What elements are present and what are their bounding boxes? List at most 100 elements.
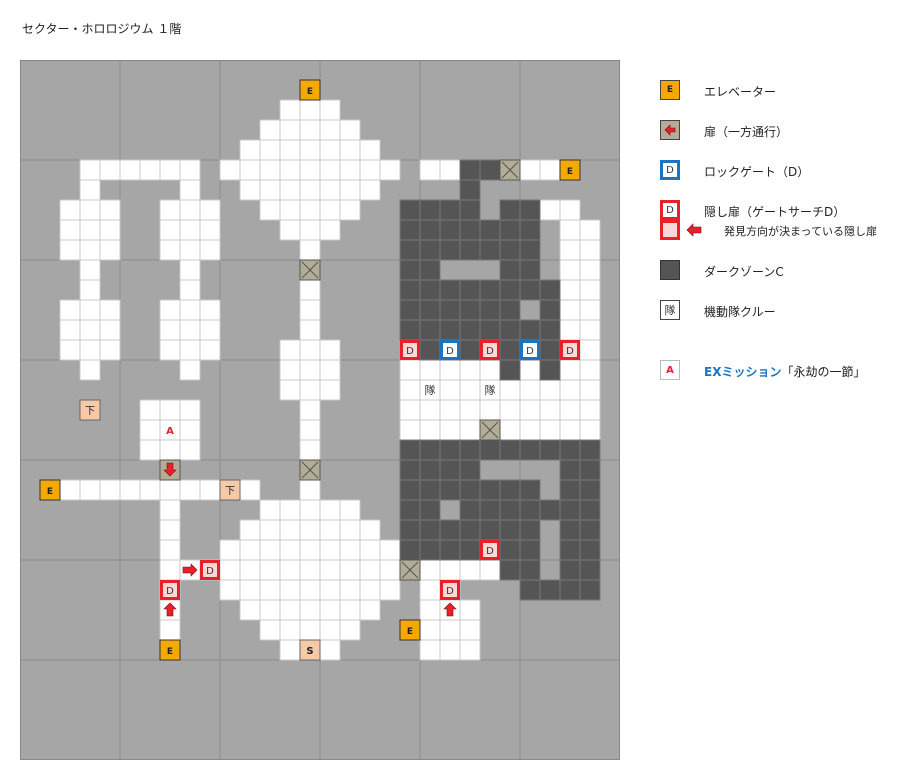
door-mark bbox=[301, 261, 319, 279]
room-cell bbox=[419, 639, 441, 661]
room-cell bbox=[419, 419, 441, 441]
room-cell bbox=[579, 299, 601, 321]
dark-zone-cell bbox=[539, 339, 561, 361]
room-cell bbox=[559, 219, 581, 241]
dark-zone-cell bbox=[419, 259, 441, 281]
room-cell bbox=[579, 399, 601, 421]
room-cell bbox=[539, 399, 561, 421]
hidden-door bbox=[480, 540, 500, 560]
room-cell bbox=[59, 219, 81, 241]
stairs-cell bbox=[219, 479, 241, 501]
legend-ex-label: EXミッション「永劫の一節」 bbox=[704, 363, 865, 380]
room-cell bbox=[479, 399, 501, 421]
legend-hidden-sub: 発見方向が決まっている隠し扉 bbox=[724, 225, 878, 238]
room-cell bbox=[299, 599, 321, 621]
room-cell bbox=[479, 559, 501, 581]
room-cell bbox=[99, 239, 121, 261]
lock-gate-label: D bbox=[446, 346, 454, 357]
room-cell bbox=[199, 199, 221, 221]
room-cell bbox=[319, 519, 341, 541]
room-cell bbox=[319, 139, 341, 161]
room-cell bbox=[459, 399, 481, 421]
dark-zone-cell bbox=[439, 279, 461, 301]
room-cell bbox=[299, 379, 321, 401]
room-cell bbox=[459, 419, 481, 441]
dark-zone-cell bbox=[439, 299, 461, 321]
dark-zone-cell bbox=[579, 539, 601, 561]
room-cell bbox=[339, 619, 361, 641]
dark-zone-cell bbox=[479, 279, 501, 301]
room-cell bbox=[239, 159, 261, 181]
arrow-left-icon bbox=[686, 223, 702, 237]
dark-zone-cell bbox=[519, 479, 541, 501]
page-title: セクター・ホロロジウム １階 bbox=[22, 22, 182, 36]
dark-zone-cell bbox=[459, 439, 481, 461]
room-cell bbox=[439, 639, 461, 661]
dark-zone-cell bbox=[419, 479, 441, 501]
dark-zone-cell bbox=[559, 479, 581, 501]
room-cell bbox=[279, 579, 301, 601]
hidden-door bbox=[480, 340, 500, 360]
dark-zone-cell bbox=[459, 179, 481, 201]
room-cell bbox=[399, 359, 421, 381]
room-cell bbox=[299, 99, 321, 121]
room-cell bbox=[419, 399, 441, 421]
hidden-door bbox=[440, 580, 460, 600]
room-cell bbox=[379, 539, 401, 561]
room-cell bbox=[319, 359, 341, 381]
dark-zone-cell bbox=[479, 519, 501, 541]
map-border bbox=[20, 60, 620, 760]
dark-zone-cell bbox=[519, 319, 541, 341]
room-cell bbox=[339, 559, 361, 581]
room-cell bbox=[239, 139, 261, 161]
elevator-cell bbox=[559, 159, 581, 181]
room-cell bbox=[559, 299, 581, 321]
room-cell bbox=[579, 219, 601, 241]
dark-zone-cell bbox=[519, 559, 541, 581]
dark-zone-cell bbox=[419, 239, 441, 261]
room-cell bbox=[459, 639, 481, 661]
room-cell bbox=[99, 299, 121, 321]
room-cell bbox=[439, 359, 461, 381]
room-cell bbox=[419, 159, 441, 181]
dark-zone-cell bbox=[479, 159, 501, 181]
dark-zone-cell bbox=[399, 499, 421, 521]
dark-zone-cell bbox=[519, 499, 541, 521]
room-cell bbox=[279, 139, 301, 161]
room-cell bbox=[59, 319, 81, 341]
room-cell bbox=[359, 139, 381, 161]
room-cell bbox=[179, 279, 201, 301]
dark-zone-cell bbox=[399, 219, 421, 241]
room-cell bbox=[159, 559, 181, 581]
legend-dark-label: ダークゾーンC bbox=[704, 265, 784, 279]
room-cell bbox=[439, 399, 461, 421]
room-cell bbox=[319, 119, 341, 141]
dark-zone-cell bbox=[399, 439, 421, 461]
dark-zone-cell bbox=[439, 219, 461, 241]
room-cell bbox=[259, 179, 281, 201]
room-cell bbox=[239, 519, 261, 541]
room-cell bbox=[79, 479, 101, 501]
room-cell bbox=[219, 159, 241, 181]
room-cell bbox=[299, 319, 321, 341]
dark-zone-cell bbox=[499, 219, 521, 241]
room-cell bbox=[359, 559, 381, 581]
room-cell bbox=[559, 419, 581, 441]
room-cell bbox=[319, 199, 341, 221]
room-cell bbox=[579, 379, 601, 401]
dark-zone-cell bbox=[439, 239, 461, 261]
dark-zone-cell bbox=[399, 459, 421, 481]
dark-zone-cell bbox=[419, 439, 441, 461]
elevator-label: E bbox=[167, 647, 173, 657]
dark-zone-cell bbox=[499, 539, 521, 561]
room-cell bbox=[179, 259, 201, 281]
room-cell bbox=[179, 219, 201, 241]
room-cell bbox=[299, 359, 321, 381]
door-mark bbox=[401, 561, 419, 579]
room-cell bbox=[59, 479, 81, 501]
elevator-cell bbox=[399, 619, 421, 641]
dark-zone-cell bbox=[479, 439, 501, 461]
dark-zone-cell bbox=[399, 199, 421, 221]
room-cell bbox=[339, 539, 361, 561]
dark-zone-cell bbox=[399, 539, 421, 561]
